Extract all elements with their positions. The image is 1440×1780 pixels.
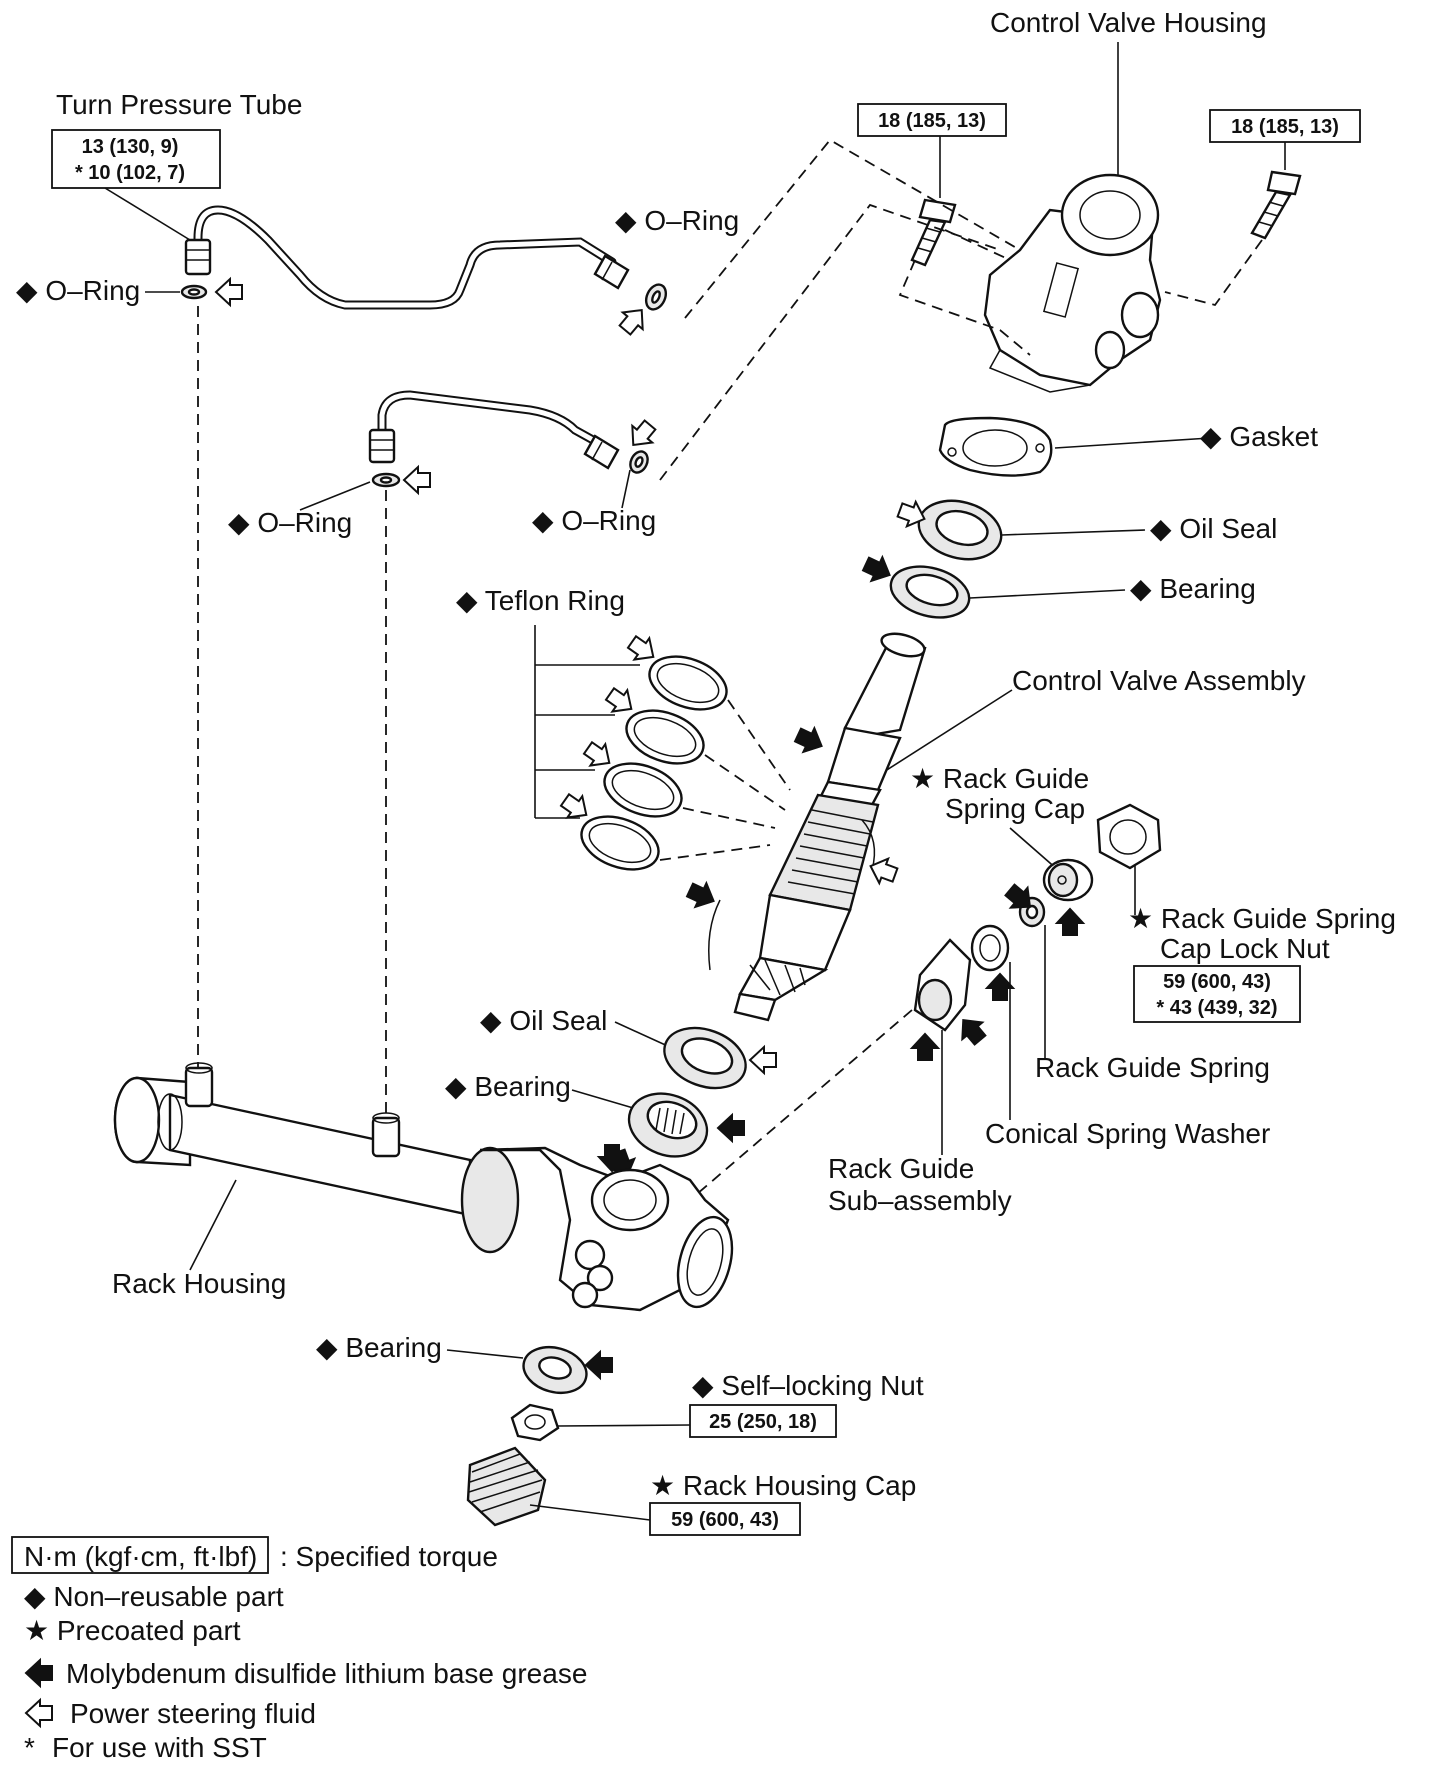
torque-bolt-left: 18 (185, 13) (878, 110, 986, 132)
torque-lock-nut-2: * 43 (439, 32) (1156, 997, 1277, 1019)
torque-box-lock-nut (1133, 965, 1301, 1023)
self-locking-nut-label: ◆ Self–locking Nut (692, 1370, 924, 1401)
rack-guide-lock-nut: ★ Rack Guide Spring Cap Lock Nut 59 (600… (1096, 803, 1396, 1023)
oil-seal-lower: ◆ Oil Seal (480, 1005, 777, 1090)
control-valve-assembly-label: Control Valve Assembly (1012, 665, 1306, 696)
rack-guide-spring-label: Rack Guide Spring (1035, 1052, 1270, 1083)
gasket: ◆ Gasket (938, 416, 1318, 477)
rack-housing-cap-label: ★ Rack Housing Cap (650, 1470, 916, 1501)
legend-moly-grease: Molybdenum disulfide lithium base grease (66, 1658, 587, 1689)
oring-top-mid: ◆ O–Ring (614, 205, 739, 340)
rack-guide-sub-assembly: Rack Guide Sub–assembly (689, 938, 1012, 1216)
control-valve-housing-group: Control Valve Housing 18 (185, 13) 18 (659, 7, 1361, 481)
control-valve-housing (983, 173, 1162, 393)
oil-seal-lower-label: ◆ Oil Seal (480, 1005, 607, 1036)
rack-guide-spring-cap: ★ Rack Guide Spring Cap (910, 763, 1094, 902)
torque-box-rack-housing-cap (649, 1502, 801, 1536)
legend-open-arrow-icon (25, 1699, 53, 1727)
rack-housing-label: Rack Housing (112, 1268, 286, 1299)
oring-lower-right-label: ◆ O–Ring (532, 505, 656, 536)
self-locking-nut: ◆ Self–locking Nut 25 (250, 18) (510, 1370, 924, 1442)
oil-seal-upper-label: ◆ Oil Seal (1150, 513, 1277, 544)
turn-pressure-tube-label: Turn Pressure Tube (56, 89, 302, 120)
rack-guide-spring: Rack Guide Spring (1000, 879, 1270, 1083)
bolt-right: 18 (185, 13) (1209, 109, 1361, 240)
rack-guide-sub-label-1: Rack Guide (828, 1153, 974, 1184)
rack-housing: Rack Housing (112, 1062, 734, 1312)
control-valve-assembly: Control Valve Assembly (683, 632, 1306, 1022)
torque-turn-tube-2: * 10 (102, 7) (75, 162, 185, 184)
teflon-ring-label: ◆ Teflon Ring (456, 585, 625, 616)
bearing-lower: ◆ Bearing (316, 1332, 613, 1395)
legend-sst-desc: For use with SST (52, 1732, 267, 1763)
bearing-upper: ◆ Bearing (859, 551, 1256, 619)
rack-guide-lock-nut-label-1: ★ Rack Guide Spring (1128, 903, 1396, 934)
conical-spring-washer-label: Conical Spring Washer (985, 1118, 1270, 1149)
control-valve-housing-label: Control Valve Housing (990, 7, 1267, 38)
bolt-left: 18 (185, 13) (857, 103, 1007, 267)
rack-guide-sub-label-2: Sub–assembly (828, 1185, 1012, 1216)
oring-lower-right: ◆ O–Ring (532, 415, 661, 536)
torque-box-turn-tube (51, 129, 221, 189)
legend-sst-mark: * (24, 1732, 35, 1763)
rack-housing-cap: ★ Rack Housing Cap 59 (600, 43) (466, 1446, 916, 1536)
oring-left-label: ◆ O–Ring (16, 275, 140, 306)
bearing-lower-label: ◆ Bearing (316, 1332, 442, 1363)
legend-torque-box (11, 1536, 269, 1574)
gasket-label: ◆ Gasket (1200, 421, 1318, 452)
conical-spring-washer: Conical Spring Washer (970, 924, 1270, 1149)
torque-lock-nut-1: 59 (600, 43) (1163, 971, 1271, 993)
legend-solid-arrow-icon (25, 1659, 53, 1687)
bearing-upper-label: ◆ Bearing (1130, 573, 1256, 604)
oring-top-mid-label: ◆ O–Ring (615, 205, 739, 236)
legend-precoated: ★ Precoated part (24, 1615, 241, 1646)
lower-pressure-tube (368, 390, 620, 470)
oring-lower-mid: ◆ O–Ring (228, 466, 431, 1130)
turn-pressure-tube: Turn Pressure Tube 13 (130, 9) * 10 (102… (51, 89, 630, 310)
torque-bolt-right: 18 (185, 13) (1231, 116, 1339, 138)
legend: N·m (kgf·cm, ft·lbf) : Specified torque … (11, 1536, 587, 1763)
rack-guide-spring-cap-label-2: Spring Cap (945, 793, 1085, 824)
oil-seal-upper: ◆ Oil Seal (894, 496, 1277, 561)
rack-guide-lock-nut-label-2: Cap Lock Nut (1160, 933, 1330, 964)
torque-box-bolt-right (1209, 109, 1361, 143)
torque-box-bolt-left (857, 103, 1007, 137)
bearing-middle-label: ◆ Bearing (445, 1071, 571, 1102)
torque-self-locking-nut: 25 (250, 18) (709, 1411, 817, 1433)
oring-lower-mid-label: ◆ O–Ring (228, 507, 352, 538)
legend-non-reusable: ◆ Non–reusable part (24, 1581, 284, 1612)
torque-rack-housing-cap: 59 (600, 43) (671, 1509, 779, 1531)
legend-torque-unit: N·m (kgf·cm, ft·lbf) (24, 1541, 257, 1572)
legend-torque-desc: : Specified torque (280, 1541, 498, 1572)
teflon-rings: ◆ Teflon Ring (456, 585, 791, 871)
torque-box-self-locking-nut (689, 1404, 837, 1438)
rack-guide-spring-cap-label-1: ★ Rack Guide (910, 763, 1089, 794)
oring-left: ◆ O–Ring (16, 275, 243, 1085)
torque-turn-tube-1: 13 (130, 9) (82, 136, 179, 158)
legend-ps-fluid: Power steering fluid (70, 1698, 316, 1729)
bearing-middle: ◆ Bearing (445, 1071, 745, 1182)
